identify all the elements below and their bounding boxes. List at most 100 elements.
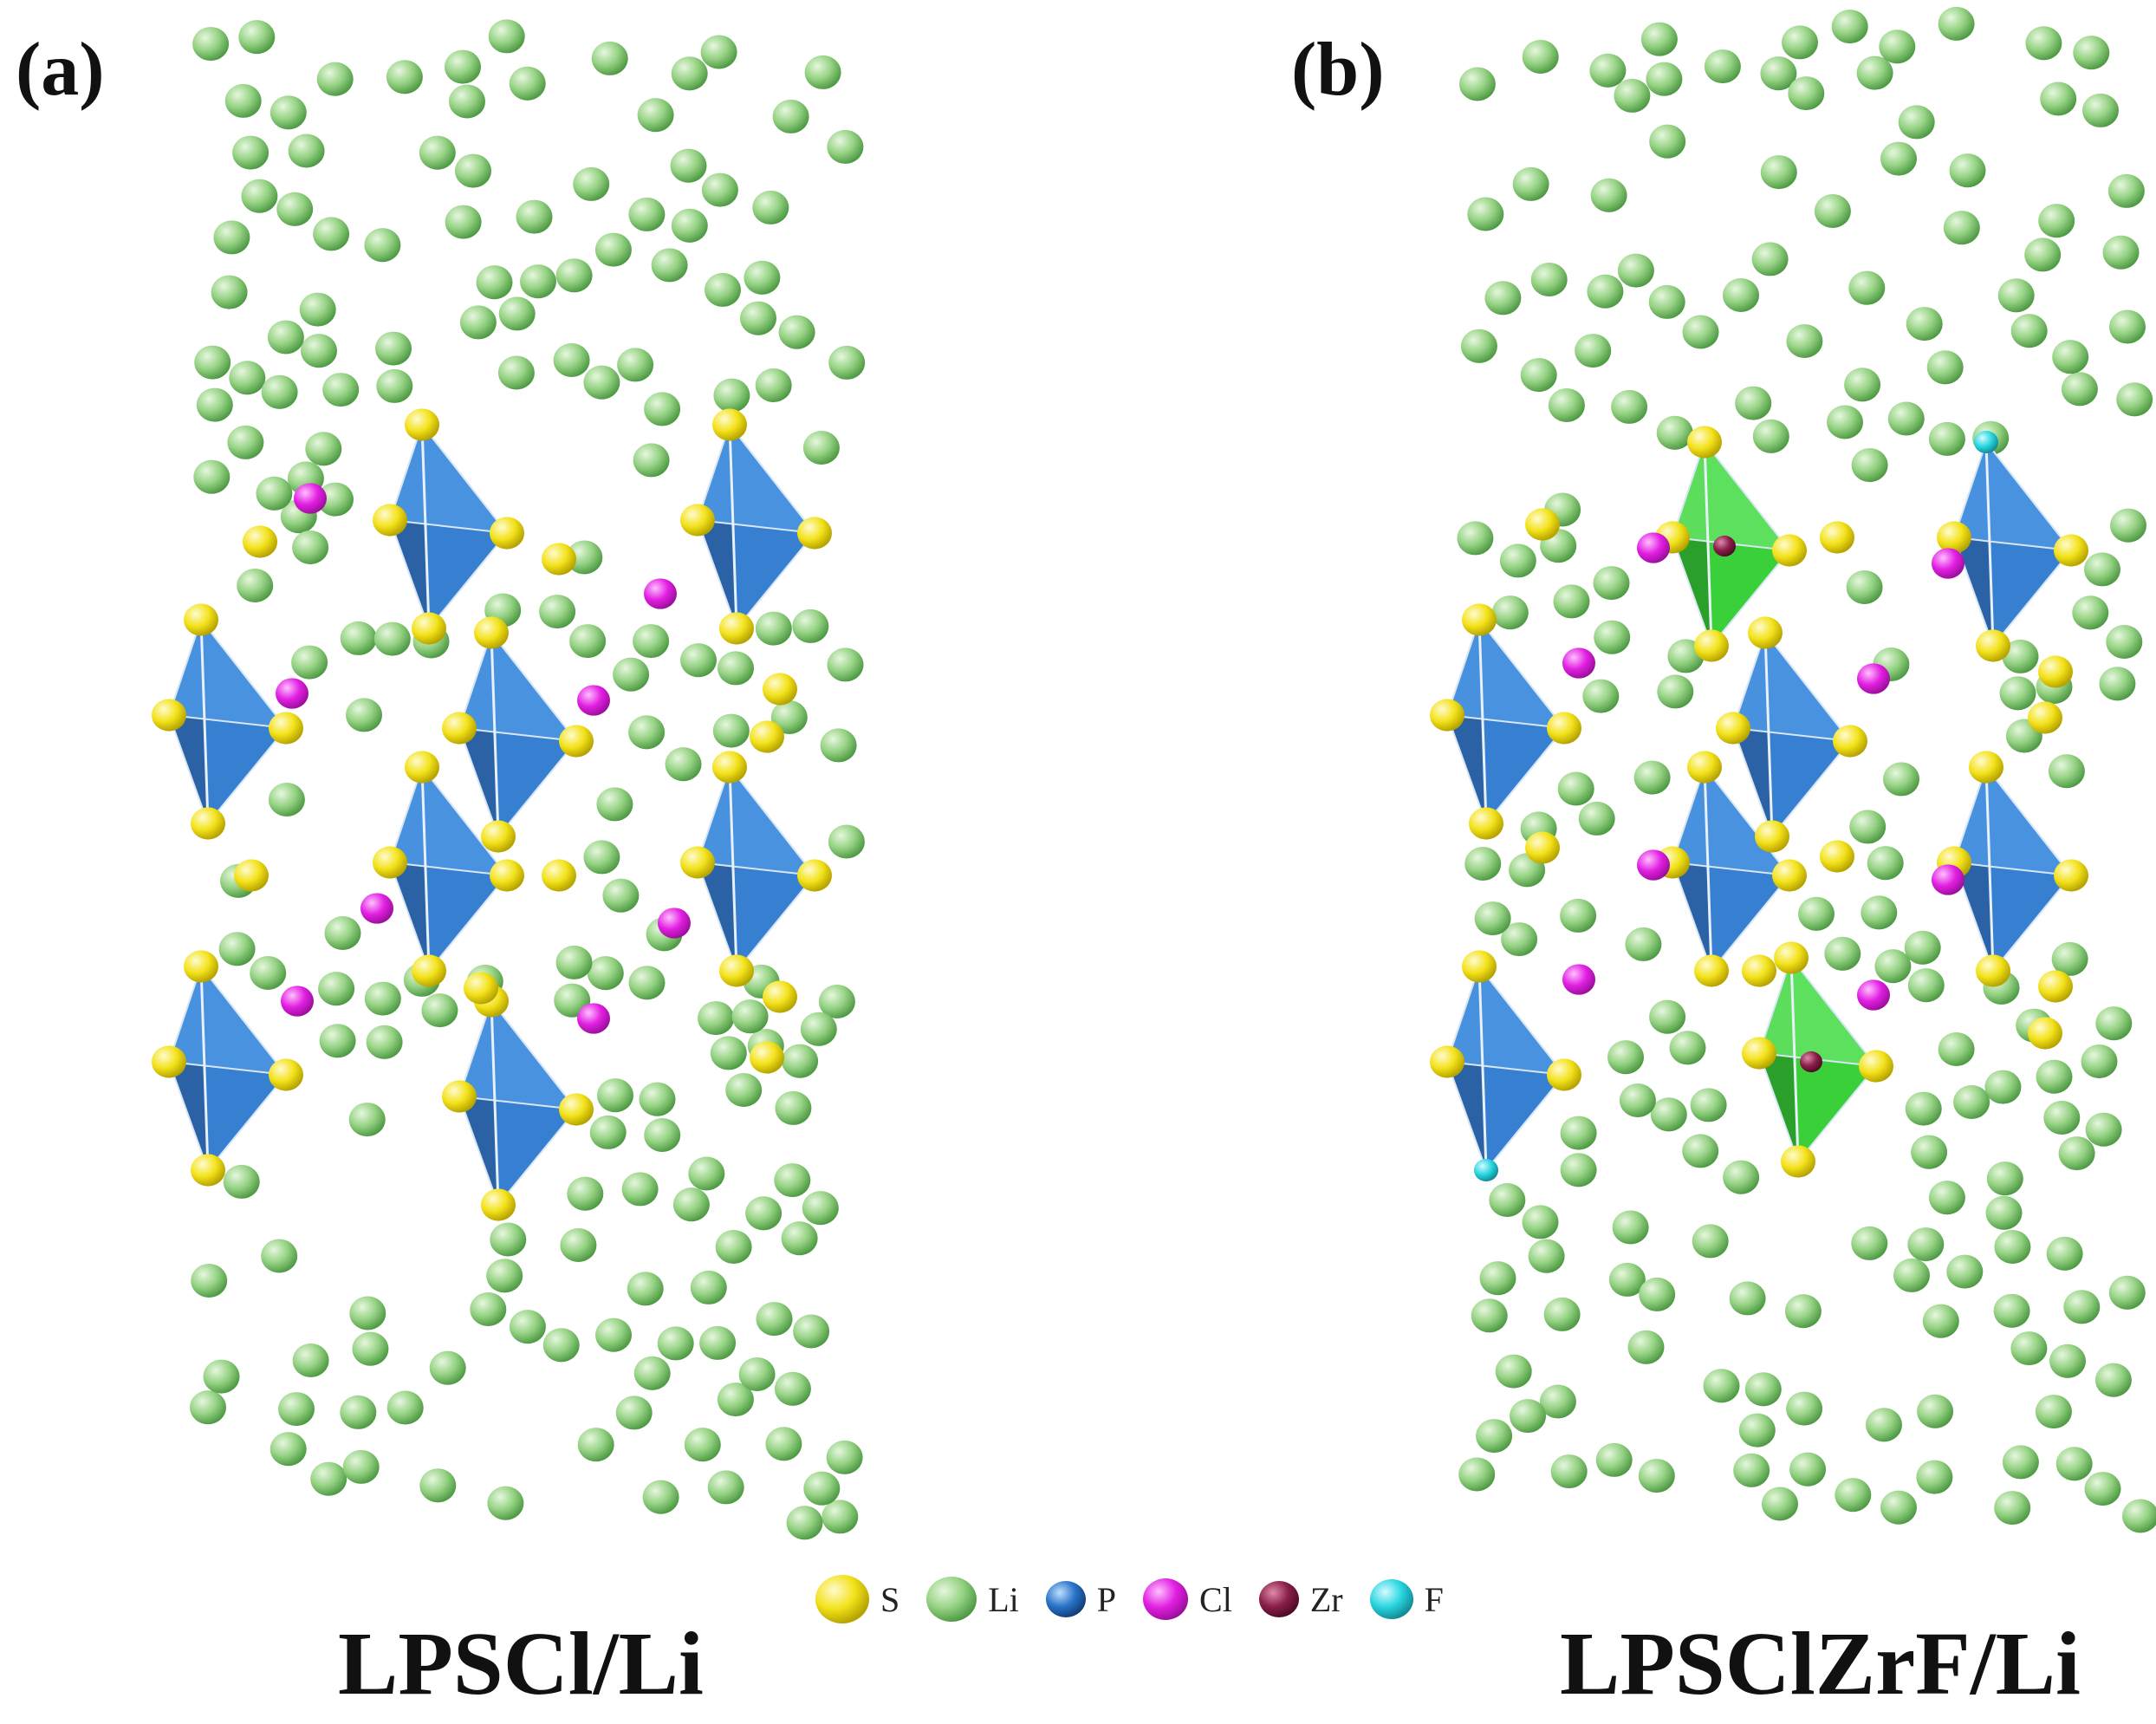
cl-atom	[1562, 647, 1595, 679]
li-atom	[352, 1331, 389, 1366]
li-atom	[1648, 284, 1685, 319]
li-atom	[665, 747, 702, 782]
panel-label-b: (b)	[1291, 28, 1385, 112]
s-atom	[542, 543, 576, 576]
s-atom	[405, 408, 439, 441]
anion-atom-layer	[152, 408, 2088, 1221]
li-atom	[2109, 309, 2146, 344]
li-atom	[1844, 368, 1881, 402]
li-atom	[2084, 552, 2120, 587]
li-atom	[386, 60, 423, 94]
cl-atom	[1857, 979, 1890, 1011]
s-atom	[1774, 941, 1809, 974]
li-atom	[322, 373, 360, 407]
li-atom	[2107, 173, 2145, 208]
li-atom	[1471, 1298, 1508, 1333]
li-atom	[770, 699, 808, 735]
s-atom	[1462, 950, 1497, 983]
li-atom	[1595, 1442, 1633, 1477]
li-atom	[701, 172, 738, 207]
li-atom	[1627, 1330, 1665, 1364]
li-atom	[755, 368, 792, 403]
s-atom	[1694, 629, 1729, 662]
legend-label-f: F	[1424, 1579, 1444, 1619]
li-atom	[775, 1090, 812, 1125]
li-atom	[1638, 1459, 1675, 1493]
li-atom	[1738, 1413, 1776, 1448]
li-atom	[1911, 1135, 1948, 1169]
li-atom	[1557, 771, 1594, 806]
li-atom	[1464, 846, 1502, 882]
li-atom	[1835, 1478, 1872, 1513]
li-atom	[1735, 386, 1772, 420]
li-atom	[828, 345, 866, 380]
li-atom	[2085, 1112, 2122, 1147]
li-atom	[476, 265, 513, 300]
s-atom	[2038, 970, 2073, 1003]
s-atom	[1742, 954, 1776, 987]
li-atom	[488, 19, 525, 54]
li-atom	[774, 1371, 811, 1406]
li-atom	[772, 99, 809, 133]
li-atom	[2024, 237, 2062, 272]
li-atom	[1560, 1153, 1597, 1187]
li-atom	[577, 1428, 614, 1462]
li-atom	[1522, 39, 1559, 75]
s-atom	[1772, 859, 1807, 892]
li-atom	[1669, 1031, 1706, 1065]
cl-atom	[360, 893, 393, 924]
s-atom	[680, 504, 715, 537]
li-atom	[1784, 1294, 1822, 1329]
li-atom	[2106, 624, 2143, 660]
li-atom	[1458, 67, 1496, 101]
li-atom	[633, 1356, 671, 1390]
s-atom	[1937, 521, 1971, 554]
li-atom	[818, 984, 855, 1019]
li-atom	[1905, 1091, 1942, 1126]
s-atom	[1820, 840, 1854, 873]
li-atom	[567, 1176, 604, 1211]
li-atom	[1476, 1419, 1513, 1454]
li-atom	[349, 1296, 386, 1330]
li-atom	[2072, 595, 2109, 630]
li-atom	[1657, 674, 1694, 709]
li-atom	[1824, 936, 1861, 971]
li-atom	[267, 320, 304, 355]
s-atom	[481, 1188, 516, 1221]
li-atom	[2010, 1331, 2048, 1366]
li-atom	[613, 657, 650, 692]
li-atom	[1849, 810, 1886, 844]
li-atom	[288, 133, 325, 168]
li-atom	[1999, 676, 2036, 711]
li-atom	[781, 1221, 818, 1256]
li-atom	[1682, 1134, 1719, 1168]
s-atom	[490, 517, 524, 550]
li-atom	[1479, 1261, 1516, 1296]
s-atom	[1976, 629, 2010, 662]
li-atom	[1729, 1281, 1766, 1316]
li-atom	[553, 342, 590, 378]
li-atom	[238, 20, 276, 55]
li-atom	[1938, 6, 1975, 41]
li-atom	[224, 83, 262, 118]
li-atom	[1789, 1452, 1827, 1487]
ps4-tetrahedron	[167, 616, 289, 826]
li-atom	[292, 530, 329, 565]
li-atom	[2061, 372, 2098, 407]
li-atom	[1733, 1453, 1770, 1487]
li-atom	[738, 1356, 776, 1392]
li-atom	[237, 568, 274, 603]
li-atom	[569, 624, 607, 659]
li-atom	[486, 1259, 523, 1293]
li-atom	[597, 1078, 633, 1113]
s-atom	[412, 612, 446, 645]
li-atom	[1814, 193, 1851, 229]
li-atom	[1867, 846, 1904, 881]
li-atom	[1704, 49, 1741, 84]
li-atom	[2082, 93, 2119, 127]
li-atom	[628, 966, 666, 1000]
li-atom	[211, 275, 248, 309]
li-atom	[752, 190, 789, 224]
cl-atom	[577, 1003, 610, 1034]
li-atom	[1782, 25, 1818, 60]
